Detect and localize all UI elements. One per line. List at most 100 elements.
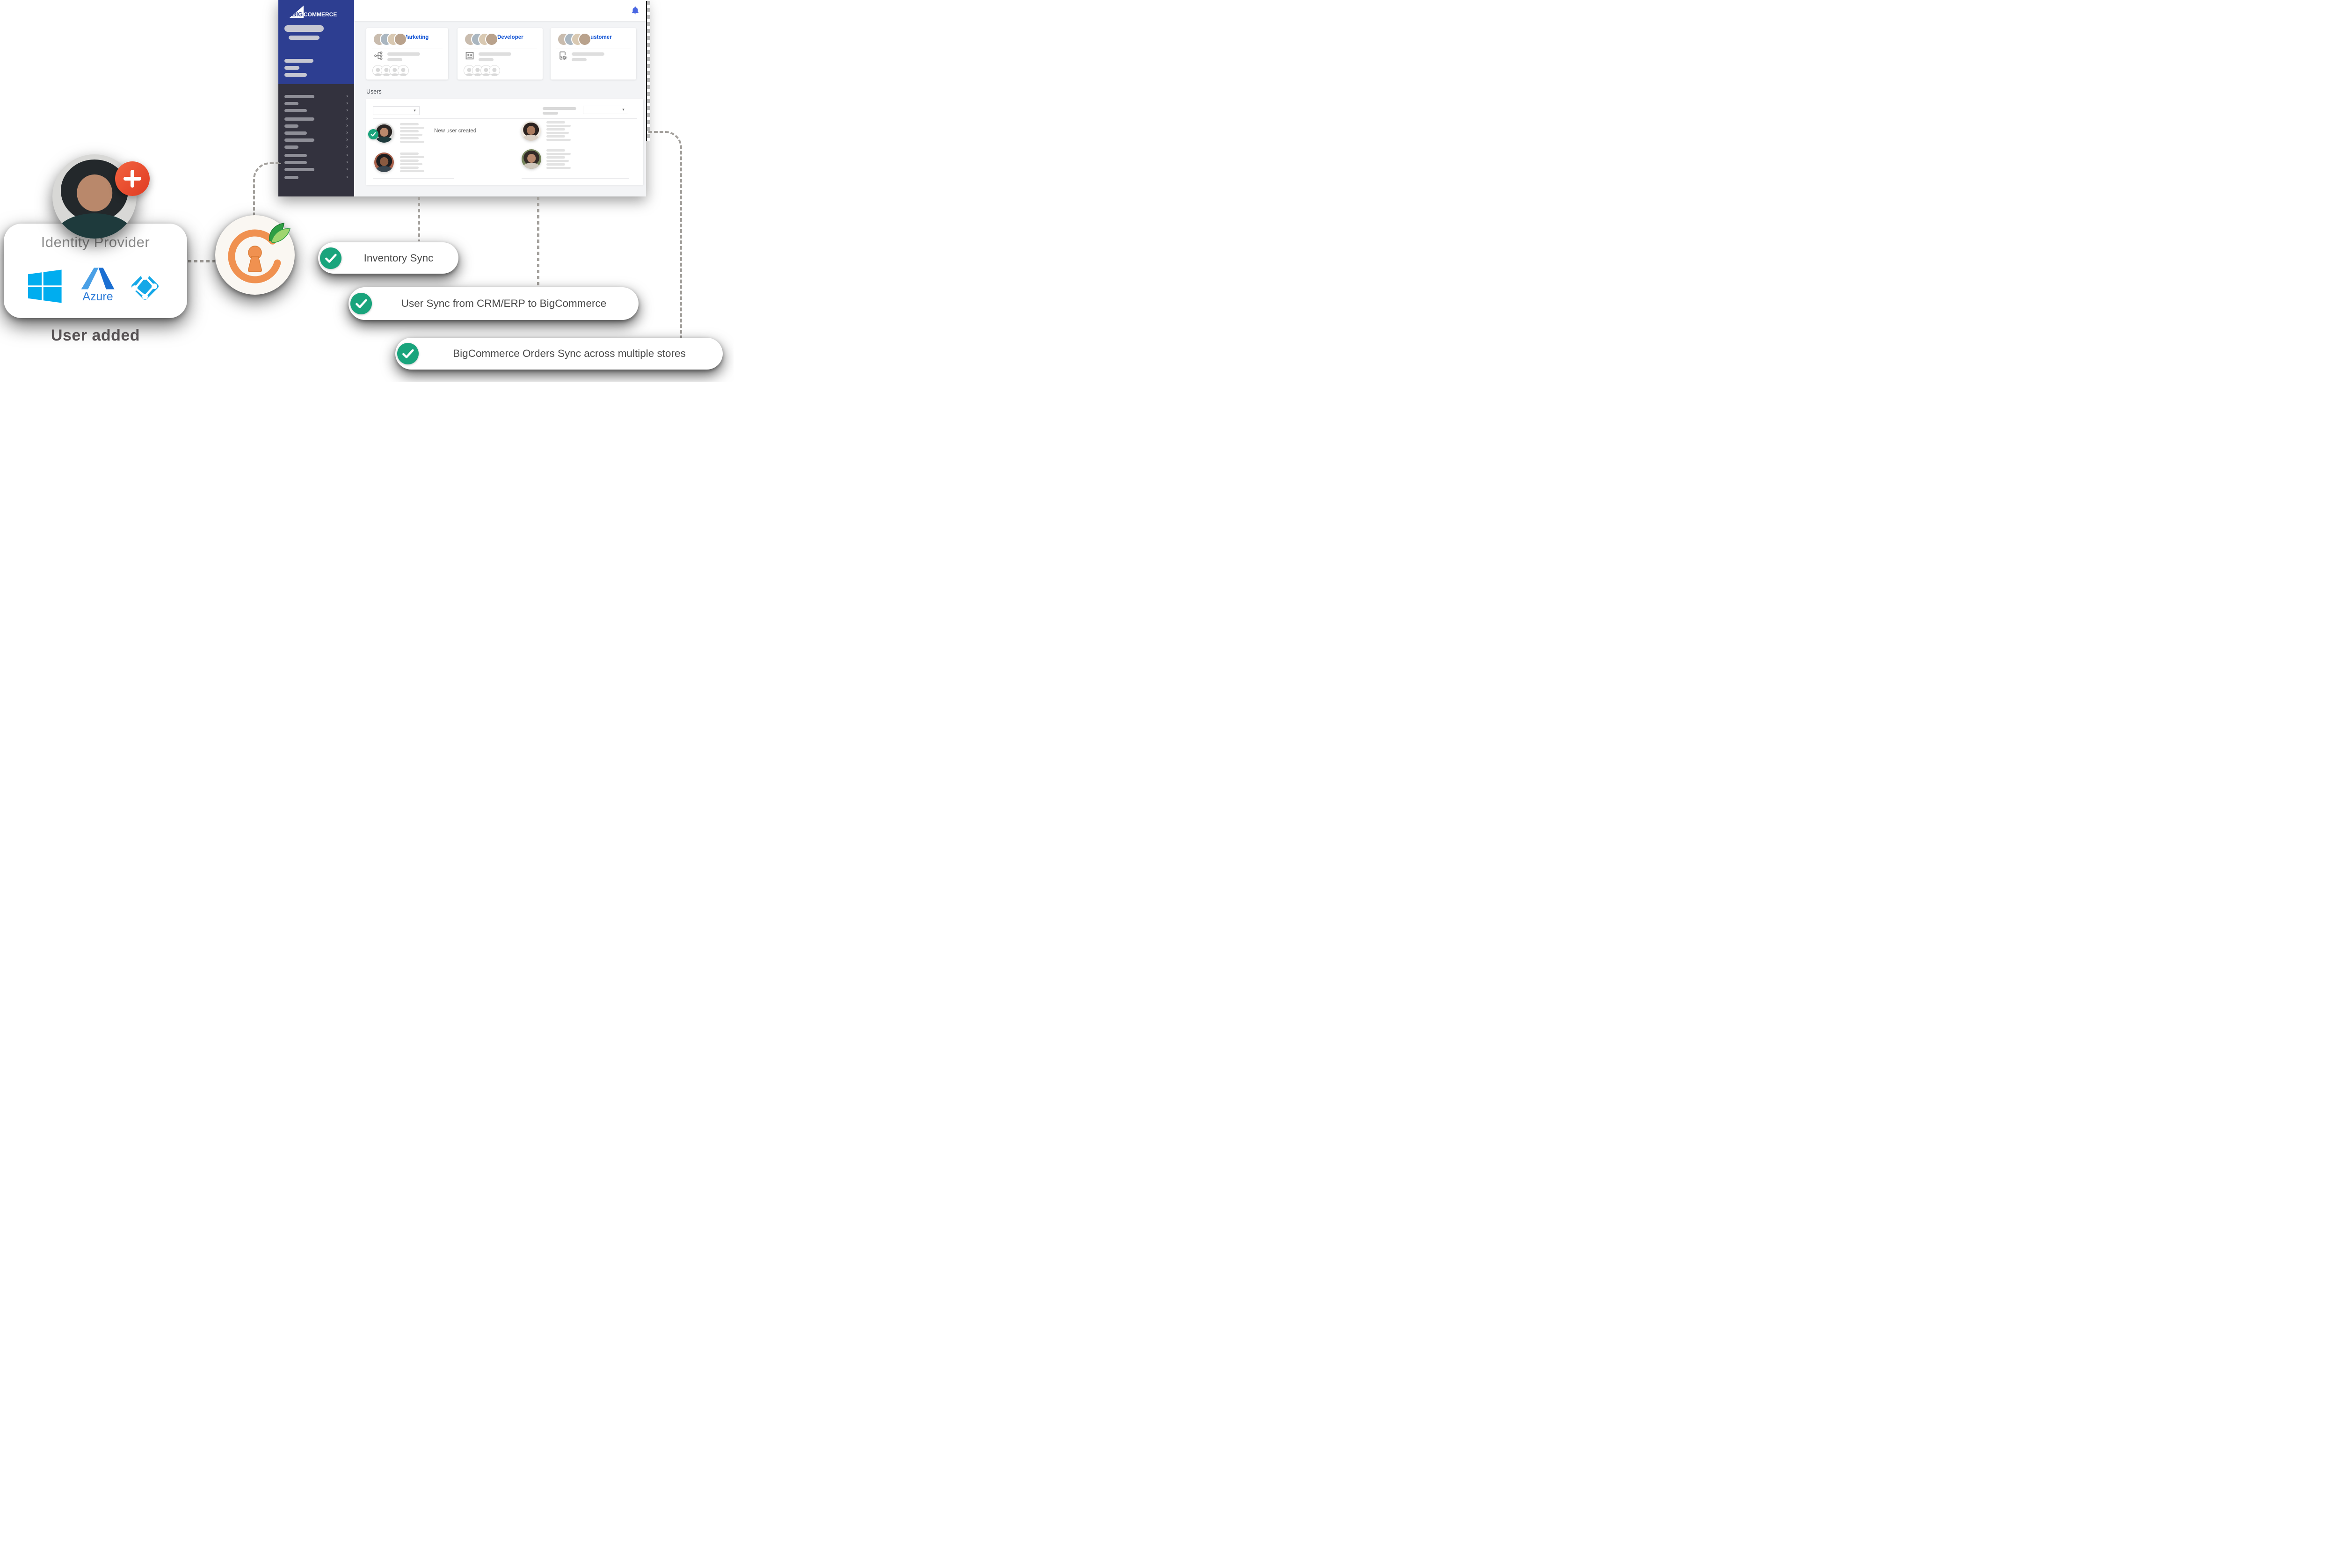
filter-dropdown[interactable]: ▼ bbox=[373, 106, 420, 115]
skeleton-bar bbox=[400, 152, 419, 155]
skeleton-bar bbox=[284, 124, 298, 128]
skeleton-bar bbox=[387, 52, 420, 56]
skeleton-bar bbox=[400, 167, 419, 169]
card-title-developer: Developer bbox=[497, 35, 523, 40]
skeleton-bar bbox=[284, 131, 307, 135]
keyhole-icon bbox=[248, 246, 262, 272]
skeleton-bar bbox=[400, 163, 422, 165]
identity-provider-card: Azure bbox=[4, 224, 187, 318]
skeleton-bar bbox=[284, 138, 314, 142]
placeholder-avatar-icon bbox=[398, 65, 409, 76]
skeleton-bar bbox=[546, 149, 565, 152]
skeleton-bar bbox=[284, 95, 314, 98]
new-user-avatar bbox=[52, 154, 137, 239]
brand-bold: BIG bbox=[292, 11, 303, 18]
skeleton-bar bbox=[284, 145, 298, 149]
chevron-right-icon: › bbox=[346, 143, 348, 150]
badge-user-sync: User Sync from CRM/ERP to BigCommerce bbox=[349, 287, 639, 320]
skeleton-bar bbox=[546, 156, 565, 159]
chevron-right-icon: › bbox=[346, 107, 348, 113]
team-photo-avatar bbox=[485, 33, 498, 46]
chevron-right-icon: › bbox=[346, 136, 348, 143]
skeleton-bar bbox=[546, 167, 571, 169]
chevron-right-icon: › bbox=[346, 174, 348, 180]
skeleton-bar bbox=[546, 135, 565, 138]
badge-label: User Sync from CRM/ERP to BigCommerce bbox=[401, 298, 607, 309]
skeleton-bar bbox=[546, 138, 571, 141]
scrollbar[interactable] bbox=[646, 1, 650, 141]
skeleton-bar bbox=[400, 140, 424, 143]
orange-ring-icon bbox=[228, 229, 282, 283]
badge-orders-sync: BigCommerce Orders Sync across multiple … bbox=[395, 338, 723, 370]
skeleton-bar bbox=[479, 52, 511, 56]
skeleton-bar bbox=[543, 112, 558, 115]
chevron-right-icon: › bbox=[346, 93, 348, 99]
bell-icon[interactable] bbox=[630, 6, 640, 16]
skeleton-bar bbox=[400, 126, 424, 129]
connector-idp-to-sso bbox=[188, 260, 215, 262]
chevron-right-icon: › bbox=[346, 166, 348, 172]
skeleton-bar bbox=[400, 137, 419, 139]
azure-logo: Azure bbox=[80, 267, 116, 306]
skeleton-bar bbox=[546, 160, 569, 162]
check-badge-icon bbox=[368, 129, 378, 139]
skeleton-bar bbox=[284, 73, 307, 77]
chevron-right-icon: › bbox=[346, 115, 348, 122]
skeleton-bar bbox=[400, 156, 424, 158]
gear-icon bbox=[562, 56, 567, 60]
skeleton-bar bbox=[400, 133, 422, 136]
badge-inventory-sync: Inventory Sync bbox=[318, 242, 458, 274]
skeleton-bar bbox=[546, 121, 565, 123]
azure-ad-logo-icon bbox=[131, 272, 159, 300]
skeleton-bar bbox=[546, 163, 565, 166]
connector-admin-to-orders bbox=[648, 131, 682, 341]
skeleton-bar bbox=[284, 161, 307, 164]
user-avatar bbox=[522, 149, 541, 169]
skeleton-bar bbox=[400, 170, 424, 172]
skeleton-bar bbox=[572, 58, 587, 61]
divider bbox=[522, 178, 629, 179]
connector-admin-to-usersync bbox=[537, 197, 539, 287]
chevron-right-icon: › bbox=[346, 152, 348, 158]
bigcommerce-logo: BIG COMMERCE bbox=[286, 5, 349, 20]
badge-label: Inventory Sync bbox=[363, 252, 434, 264]
check-badge-icon bbox=[350, 293, 372, 314]
badge-label: BigCommerce Orders Sync across multiple … bbox=[453, 348, 686, 359]
skeleton-bar bbox=[546, 128, 565, 131]
chevron-right-icon: › bbox=[346, 159, 348, 165]
skeleton-bar bbox=[284, 176, 298, 179]
users-heading: Users bbox=[366, 88, 382, 95]
check-badge-icon bbox=[397, 343, 419, 364]
check-badge-icon bbox=[320, 247, 341, 269]
leaf-icon bbox=[269, 223, 291, 243]
divider bbox=[373, 118, 637, 119]
card-title-marketing: Marketing bbox=[403, 35, 429, 40]
skeleton-bar bbox=[284, 154, 307, 157]
divider bbox=[373, 178, 454, 179]
windows-logo-icon bbox=[28, 269, 62, 303]
connector-sso-to-admin bbox=[253, 162, 281, 218]
event-label: New user created bbox=[434, 128, 477, 134]
device-gear-icon bbox=[559, 51, 567, 60]
skeleton-bar bbox=[546, 131, 569, 134]
sort-dropdown[interactable]: ▼ bbox=[583, 106, 628, 114]
chevron-right-icon: › bbox=[346, 100, 348, 106]
topbar bbox=[354, 0, 646, 21]
skeleton-bar bbox=[479, 58, 494, 61]
card-title-customer: Customer bbox=[587, 35, 612, 40]
user-avatar bbox=[374, 152, 394, 172]
placeholder-avatar-icon bbox=[489, 65, 500, 76]
skeleton-bar bbox=[387, 58, 402, 61]
skeleton-bar bbox=[546, 152, 571, 155]
skeleton-bar bbox=[546, 124, 571, 127]
skeleton-bar bbox=[284, 25, 324, 32]
skeleton-bar bbox=[284, 102, 298, 105]
plus-badge-icon bbox=[115, 161, 150, 196]
id-card-icon bbox=[465, 52, 474, 59]
page: BIG COMMERCE Marketing Developer Custome… bbox=[0, 0, 734, 382]
bigcommerce-triangle-icon bbox=[290, 6, 304, 18]
chevron-right-icon: › bbox=[346, 129, 348, 136]
skeleton-bar bbox=[543, 107, 576, 110]
caret-down-icon: ▼ bbox=[622, 108, 625, 112]
user-added-caption: User added bbox=[51, 327, 140, 344]
